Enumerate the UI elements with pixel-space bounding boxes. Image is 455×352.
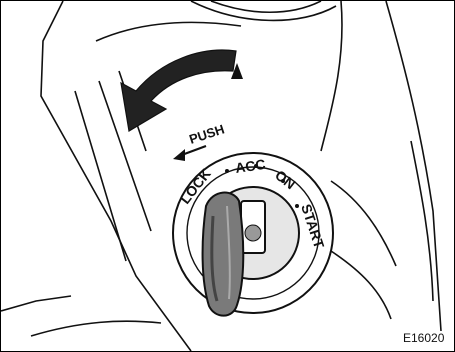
ignition-key xyxy=(203,193,244,316)
push-indicator: PUSH xyxy=(173,121,226,161)
turn-arrow xyxy=(121,50,243,131)
push-label: PUSH xyxy=(187,121,226,146)
figure-code: E16020 xyxy=(403,331,445,345)
